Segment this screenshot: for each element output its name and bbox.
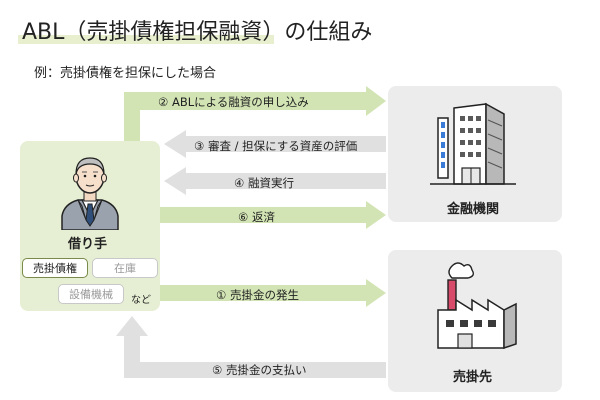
arrow-review [164,130,386,158]
flow-label-payment: ⑤ 売掛金の支払い [212,363,307,377]
businessman-icon [61,157,119,230]
asset-tag-receivables: 売掛債権 [22,258,88,278]
flow-label-apply: ② ABLによる融資の申し込み [158,95,309,109]
flow-label-review: ③ 審査 / 担保にする資産の評価 [194,139,358,153]
customer-label: 売掛先 [453,370,493,385]
arrow-payment [116,316,386,378]
arrow-repay [160,201,386,229]
asset-etc-label: など [131,295,151,306]
asset-tag-inventory: 在庫 [92,258,158,278]
arrow-receivable [160,279,386,307]
borrower-label: 借り手 [68,237,108,252]
page-subtitle: 例：売掛債権を担保にした場合 [34,66,217,81]
asset-tag-equipment: 設備機械 [58,284,124,304]
flow-label-repay: ⑥ 返済 [238,210,275,224]
arrow-apply [124,86,386,141]
flow-label-loan: ④ 融資実行 [234,176,294,190]
page-title: ABL（売掛債権担保融資）の仕組み [22,20,373,45]
title-highlight [18,35,274,44]
flow-label-receivable: ① 売掛金の発生 [216,288,299,302]
bank-building-icon [430,102,516,185]
factory-icon [437,262,517,350]
bank-label: 金融機関 [447,202,500,217]
arrow-loan [164,167,386,195]
